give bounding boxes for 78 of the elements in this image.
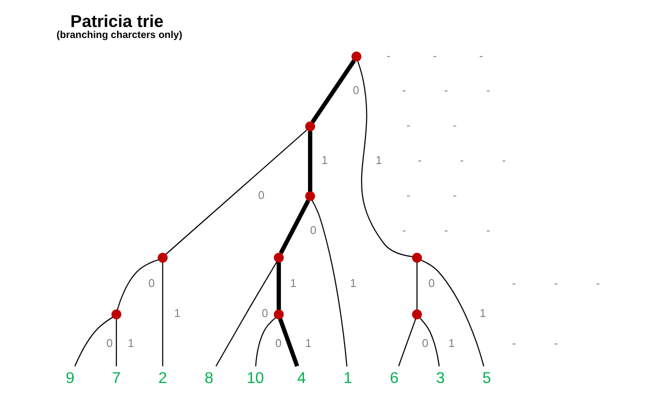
label: -	[460, 154, 464, 167]
node-circle	[412, 309, 422, 320]
label: -	[402, 224, 406, 237]
node-text: 1	[344, 370, 352, 388]
connector	[116, 259, 159, 310]
label: -	[418, 154, 422, 167]
connector	[276, 262, 281, 310]
edge-label: 0	[352, 85, 360, 98]
label: -	[406, 190, 410, 202]
edge-label: 0	[275, 338, 282, 350]
connector	[398, 318, 416, 366]
node-circle	[111, 309, 122, 320]
connector	[420, 318, 440, 366]
label: -	[452, 190, 457, 202]
edge-label: 0	[422, 338, 428, 350]
edge-label: 0	[148, 278, 155, 290]
label: -	[444, 85, 448, 98]
edge-label: 1	[350, 278, 356, 290]
label: -	[486, 224, 490, 237]
node-circle	[351, 52, 362, 62]
connector	[312, 200, 348, 366]
connector	[357, 60, 412, 258]
edge-label: 0	[310, 224, 316, 237]
edge-label: 1	[174, 308, 180, 320]
edge-label: 0	[428, 278, 435, 290]
label: -	[452, 120, 457, 132]
node-circle	[274, 309, 284, 320]
label: -	[512, 338, 516, 350]
connector	[255, 317, 276, 366]
edge-label: 1	[305, 338, 312, 350]
edge-label: 1	[290, 278, 297, 290]
node-circle	[305, 121, 316, 132]
connector	[420, 260, 484, 366]
node-text: 7	[112, 370, 121, 388]
label: -	[502, 154, 506, 167]
connector	[74, 316, 113, 366]
node-circle	[158, 252, 168, 263]
node-text: 8	[204, 370, 214, 388]
node-text: 5	[482, 370, 492, 388]
connector	[278, 199, 310, 254]
label: -	[554, 278, 558, 290]
caption: (branching charcters only)	[56, 30, 182, 42]
edge-label: 0	[258, 190, 264, 202]
label: -	[386, 50, 390, 62]
label: -	[432, 50, 437, 62]
node-circle	[274, 252, 284, 263]
edge-label: 1	[322, 154, 328, 167]
node-text: 10	[246, 370, 264, 388]
connector	[162, 262, 164, 366]
diagram-title: Patricia trie	[70, 12, 164, 31]
edge-label: 1	[480, 308, 486, 320]
node-circle	[305, 191, 316, 202]
node-text: 3	[436, 370, 445, 388]
label: -	[596, 278, 600, 290]
connector	[278, 318, 300, 367]
label: -	[479, 50, 483, 62]
edge-label: 0	[106, 338, 113, 350]
node-text: 6	[390, 370, 399, 388]
label: -	[554, 338, 558, 350]
label: -	[402, 85, 406, 98]
connector	[308, 131, 312, 192]
connector	[215, 262, 278, 367]
node-circle	[412, 252, 422, 263]
node-text: 2	[158, 370, 168, 388]
connector	[416, 262, 418, 310]
edge-label: 1	[128, 338, 134, 350]
connector	[310, 60, 356, 124]
edge-label: 0	[262, 308, 268, 320]
connector	[116, 319, 117, 366]
edge-label: 1	[376, 154, 382, 167]
label: -	[406, 120, 410, 132]
label: -	[512, 278, 516, 290]
node-text: 4	[297, 370, 306, 388]
edge-label: 1	[448, 338, 455, 350]
connector	[166, 130, 308, 255]
label: -	[486, 85, 490, 98]
node-text: 9	[66, 370, 74, 388]
label: -	[444, 224, 448, 237]
